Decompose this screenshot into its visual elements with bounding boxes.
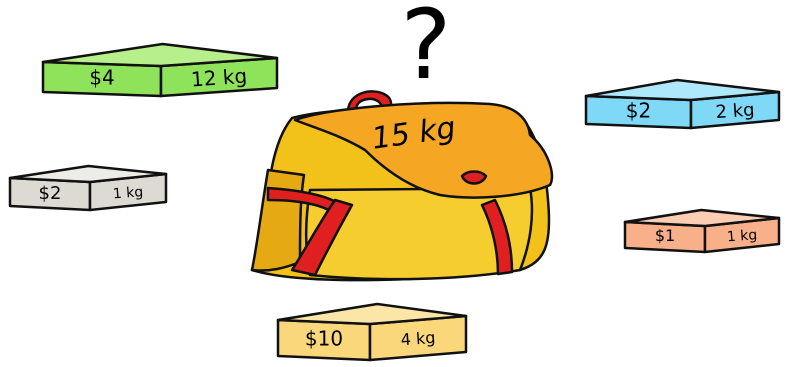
item-box: $2 1 kg xyxy=(8,164,168,212)
item-box-top xyxy=(41,42,279,68)
item-box-top xyxy=(584,78,781,102)
item-price: $10 xyxy=(305,327,343,351)
item-weight: 1 kg xyxy=(112,184,143,202)
item-weight: 1 kg xyxy=(726,227,757,245)
knapsack-icon: 15 kg xyxy=(250,90,554,282)
item-box-top xyxy=(623,208,781,228)
item-box: $4 12 kg xyxy=(41,42,279,98)
question-mark: ? xyxy=(401,0,452,101)
item-price: $2 xyxy=(39,183,62,204)
item-price: $2 xyxy=(626,99,651,123)
item-box: $2 2 kg xyxy=(584,78,781,130)
item-box: $1 1 kg xyxy=(623,208,781,254)
item-weight: 2 kg xyxy=(715,100,755,124)
item-weight: 12 kg xyxy=(190,64,248,92)
item-price: $1 xyxy=(655,226,675,245)
item-weight: 4 kg xyxy=(400,328,436,349)
item-price: $4 xyxy=(89,66,114,90)
item-box: $10 4 kg xyxy=(276,302,468,362)
item-box-top xyxy=(276,302,468,326)
item-box-top xyxy=(8,164,168,184)
